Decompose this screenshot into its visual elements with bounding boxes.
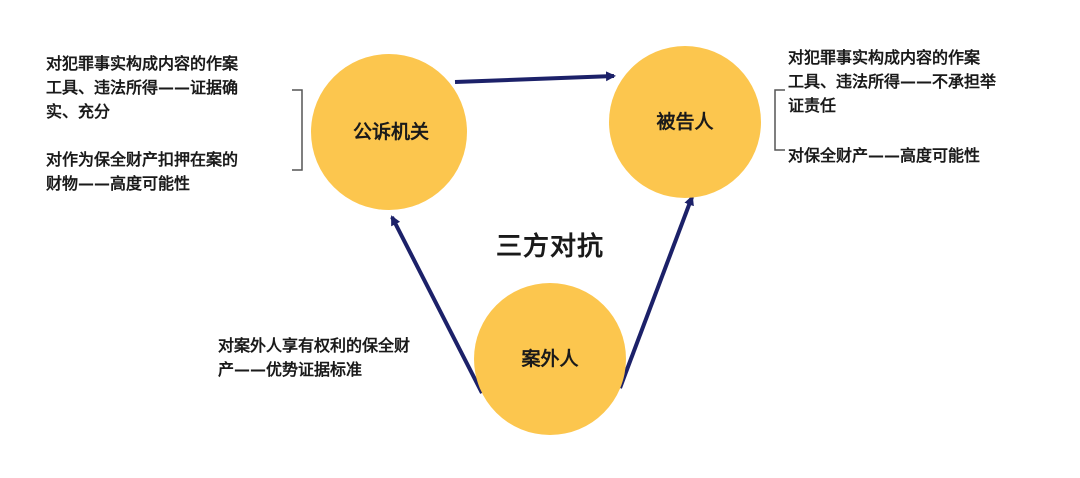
note-prosecution-preservation: 对作为保全财产扣押在案的 财物——高度可能性: [46, 148, 238, 196]
node-defendant: 被告人: [609, 46, 761, 198]
bracket-defendant: [774, 89, 785, 151]
note-line: 对犯罪事实构成内容的作案: [788, 48, 981, 67]
note-defendant-evidence: 对犯罪事实构成内容的作案 工具、违法所得——不承担举 证责任: [788, 46, 996, 118]
bracket-prosecution: [292, 89, 303, 171]
node-prosecution: 公诉机关: [311, 54, 467, 210]
note-line: 工具、违法所得——不承担举: [788, 72, 997, 91]
note-defendant-preservation: 对保全财产——高度可能性: [788, 144, 980, 168]
node-prosecution-label: 公诉机关: [353, 121, 430, 143]
note-line: 证责任: [788, 96, 837, 115]
diagram-title: 三方对抗: [496, 232, 605, 262]
note-line: 工具、违法所得——证据确: [46, 78, 239, 97]
note-line: 财物——高度可能性: [46, 174, 191, 193]
arrow-prosecution-to-defendant: [454, 71, 616, 84]
note-line: 对作为保全财产扣押在案的: [46, 150, 239, 169]
note-line: 对犯罪事实构成内容的作案: [46, 54, 239, 73]
arrow-outsider-to-prosecution: [390, 215, 484, 394]
note-outsider-standard: 对案外人享有权利的保全财 产——优势证据标准: [218, 334, 410, 382]
node-outsider-label: 案外人: [521, 348, 579, 370]
note-line: 对保全财产——高度可能性: [788, 146, 981, 165]
note-line: 产——优势证据标准: [218, 360, 363, 379]
note-line: 对案外人享有权利的保全财: [218, 336, 411, 355]
note-prosecution-evidence: 对犯罪事实构成内容的作案 工具、违法所得——证据确 实、充分: [46, 52, 238, 124]
node-defendant-label: 被告人: [656, 111, 714, 133]
note-line: 实、充分: [46, 102, 111, 121]
node-outsider: 案外人: [474, 283, 626, 435]
arrow-outsider-to-defendant: [618, 195, 694, 389]
